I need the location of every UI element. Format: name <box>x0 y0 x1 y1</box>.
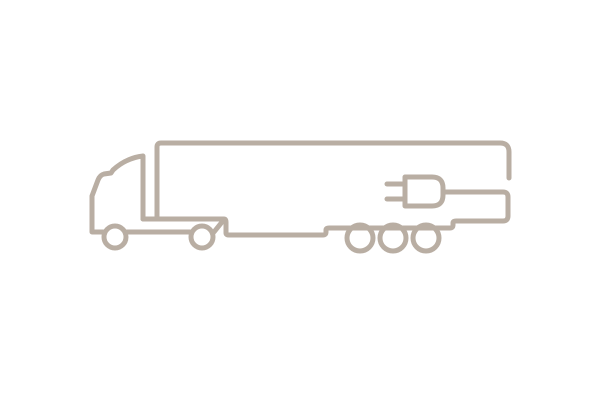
drive-wheel <box>188 223 216 251</box>
front-wheel <box>101 223 129 251</box>
trailer-wheel-2 <box>377 222 409 254</box>
trailer-wheel-3 <box>410 222 442 254</box>
trailer-wheel-1 <box>344 222 376 254</box>
trailer-body-outline <box>154 140 512 220</box>
fifth-wheel-line <box>211 219 225 235</box>
plug-body <box>402 174 446 209</box>
cab-outline <box>89 153 146 235</box>
